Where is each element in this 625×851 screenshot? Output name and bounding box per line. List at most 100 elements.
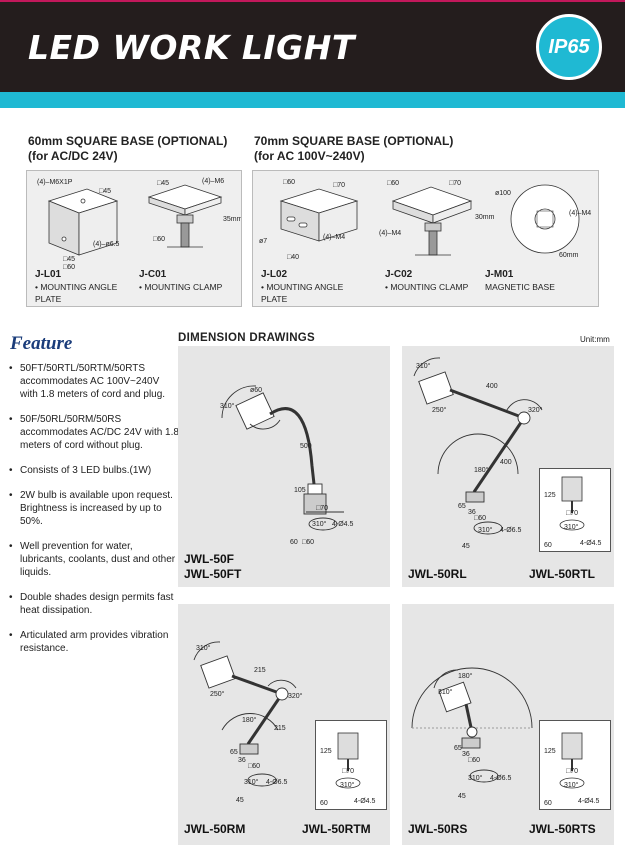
dim-label: 180° [474,466,489,474]
part-desc-line1: MAGNETIC BASE [485,282,555,292]
unit-label: Unit:mm [580,335,610,344]
header-top-accent-line [0,0,625,2]
dim-label: 125 [544,492,556,499]
ip-rating-badge: IP65 [536,14,602,80]
dim-label: 310° [438,688,453,696]
dim-label: 60 [544,800,552,807]
inset-drawing: 125 □70 310° 60 4-Ø4.5 [539,468,611,552]
base-60-panel: (4)–M6X1P □45 (4)–ø6.5 □45 □60 □45 (4)–M… [26,170,242,307]
dim-label: 36 [238,757,246,764]
dim-label: □60 [302,539,314,546]
model-name: JWL-50RM [184,822,246,836]
base-70-panel: □60 □70 (4)–M4 ø7 □40 □60 □70 (4)–M4 30m… [252,170,599,307]
feature-list: 50FT/50RTL/50RTM/50RTS accommodates AC 1… [9,362,179,667]
dimension-card-jwl-50f: 310° ø60 500 105 □70 310° 4-Ø4.5 □60 60 … [178,346,390,587]
dim-label: 60 [290,539,298,546]
inset-drawing: 125 □70 310° 60 4-Ø4.5 [315,720,387,810]
feature-item: Articulated arm provides vibration resis… [9,629,179,655]
part-code: J-C01 [139,269,167,280]
dim-label: □60 [387,180,399,187]
feature-title: Feature [10,333,73,354]
part-j-l01: J-L01 • MOUNTING ANGLE PLATE [35,269,117,305]
part-desc-line1: • MOUNTING ANGLE [35,282,118,292]
dim-label: □45 [99,188,111,195]
header-accent-bar [0,92,625,108]
base-70-heading-line2: (for AC 100V~240V) [254,149,365,163]
part-desc-line1: • MOUNTING CLAMP [139,282,223,292]
dim-label: 310° [564,523,579,531]
dim-label: 250° [432,406,447,414]
dim-label: □70 [449,180,461,187]
base-70-heading-line1: 70mm SQUARE BASE (OPTIONAL) [254,134,454,148]
dim-label: □60 [468,757,480,764]
jwl-50rs-drawing: 180° 310° 65 36 □60 310° 4-Ø6.5 45 [411,667,533,800]
dim-label: □45 [157,180,169,187]
dim-label: (4)–M4 [323,234,345,241]
dim-label: □60 [248,763,260,770]
dim-label: 45 [462,543,470,550]
dim-label: 35mm [223,216,241,223]
dim-label: ø100 [495,190,511,197]
part-code: J-C02 [385,269,413,280]
part-code: J-L02 [261,269,288,280]
jwl-50rl-drawing: 310° 400 250° 320° 400 180° 65 36 □60 31… [413,357,543,550]
dim-label: 310° [478,526,493,534]
dim-label: 4-Ø4.5 [580,540,602,547]
dim-label: 310° [220,402,235,410]
part-desc-line1: • MOUNTING ANGLE [261,282,344,292]
model-name: JWL-50RTM [302,822,371,836]
dim-label: (4)–M4 [379,230,401,237]
dim-label: □45 [63,256,75,263]
part-j-c02: J-C02 • MOUNTING CLAMP [385,269,468,293]
model-name: JWL-50RL [408,567,467,581]
dim-label: 320° [528,406,543,414]
dim-label: 4-Ø4.5 [578,798,600,805]
dim-label: 45 [458,793,466,800]
dim-label: 180° [458,672,473,680]
dimension-card-jwl-50rm: 310° 215 250° 320° 180° 215 65 36 □60 31… [178,604,390,845]
part-desc-line2: PLATE [261,294,288,304]
base-60-heading-line2: (for AC/DC 24V) [28,149,118,163]
dim-label: 65 [458,503,466,510]
dim-label: ø7 [259,238,267,245]
dimension-card-jwl-50rl: 310° 400 250° 320° 400 180° 65 36 □60 31… [402,346,614,587]
angle-plate-drawing [47,188,119,256]
magnetic-base-drawing [510,184,580,254]
mounting-clamp-drawing [147,184,223,248]
jwl-50rm-drawing: 310° 215 250° 320° 180° 215 65 36 □60 31… [193,641,303,804]
page-title: LED WORK LIGHT [28,28,355,67]
dim-label: 310° [468,774,483,782]
dim-label: □40 [287,254,299,261]
dim-label: 36 [462,751,470,758]
base-60-heading-line1: 60mm SQUARE BASE (OPTIONAL) [28,134,228,148]
dim-label: 400 [486,383,498,390]
dim-label: 4-Ø4.5 [332,521,354,528]
model-name: JWL-50FT [184,567,242,581]
dim-label: 30mm [475,214,495,221]
feature-item: 50F/50RL/50RM/50RS accommodates AC/DC 24… [9,413,179,452]
dim-label: □70 [333,182,345,189]
dim-label: (4)–M4 [569,210,591,217]
dim-label: ø60 [250,387,262,394]
dim-label: □70 [566,768,578,775]
dim-label: 310° [340,781,355,789]
angle-plate-drawing [279,188,359,242]
model-name: JWL-50RTS [529,822,596,836]
part-j-l02: J-L02 • MOUNTING ANGLE PLATE [261,269,343,305]
feature-item: Consists of 3 LED bulbs.(1W) [9,464,179,477]
header-banner: LED WORK LIGHT IP65 [0,2,625,92]
dimension-card-jwl-50rs: 180° 310° 65 36 □60 310° 4-Ø6.5 45 125 □… [402,604,614,845]
dim-label: □60 [63,264,75,271]
part-j-c01: J-C01 • MOUNTING CLAMP [139,269,222,293]
part-code: J-L01 [35,269,62,280]
model-name: JWL-50RS [408,822,468,836]
base-70-drawings: □60 □70 (4)–M4 ø7 □40 □60 □70 (4)–M4 30m… [259,179,591,261]
dim-label: 310° [196,644,211,652]
dim-label: 310° [416,362,431,370]
base-70-heading: 70mm SQUARE BASE (OPTIONAL) (for AC 100V… [254,134,453,164]
dim-label: 250° [210,690,225,698]
dim-label: □70 [342,768,354,775]
base-60-drawings: (4)–M6X1P □45 (4)–ø6.5 □45 □60 □45 (4)–M… [37,178,241,271]
dim-label: 400 [500,459,512,466]
dim-label: 4-Ø6.5 [500,527,522,534]
